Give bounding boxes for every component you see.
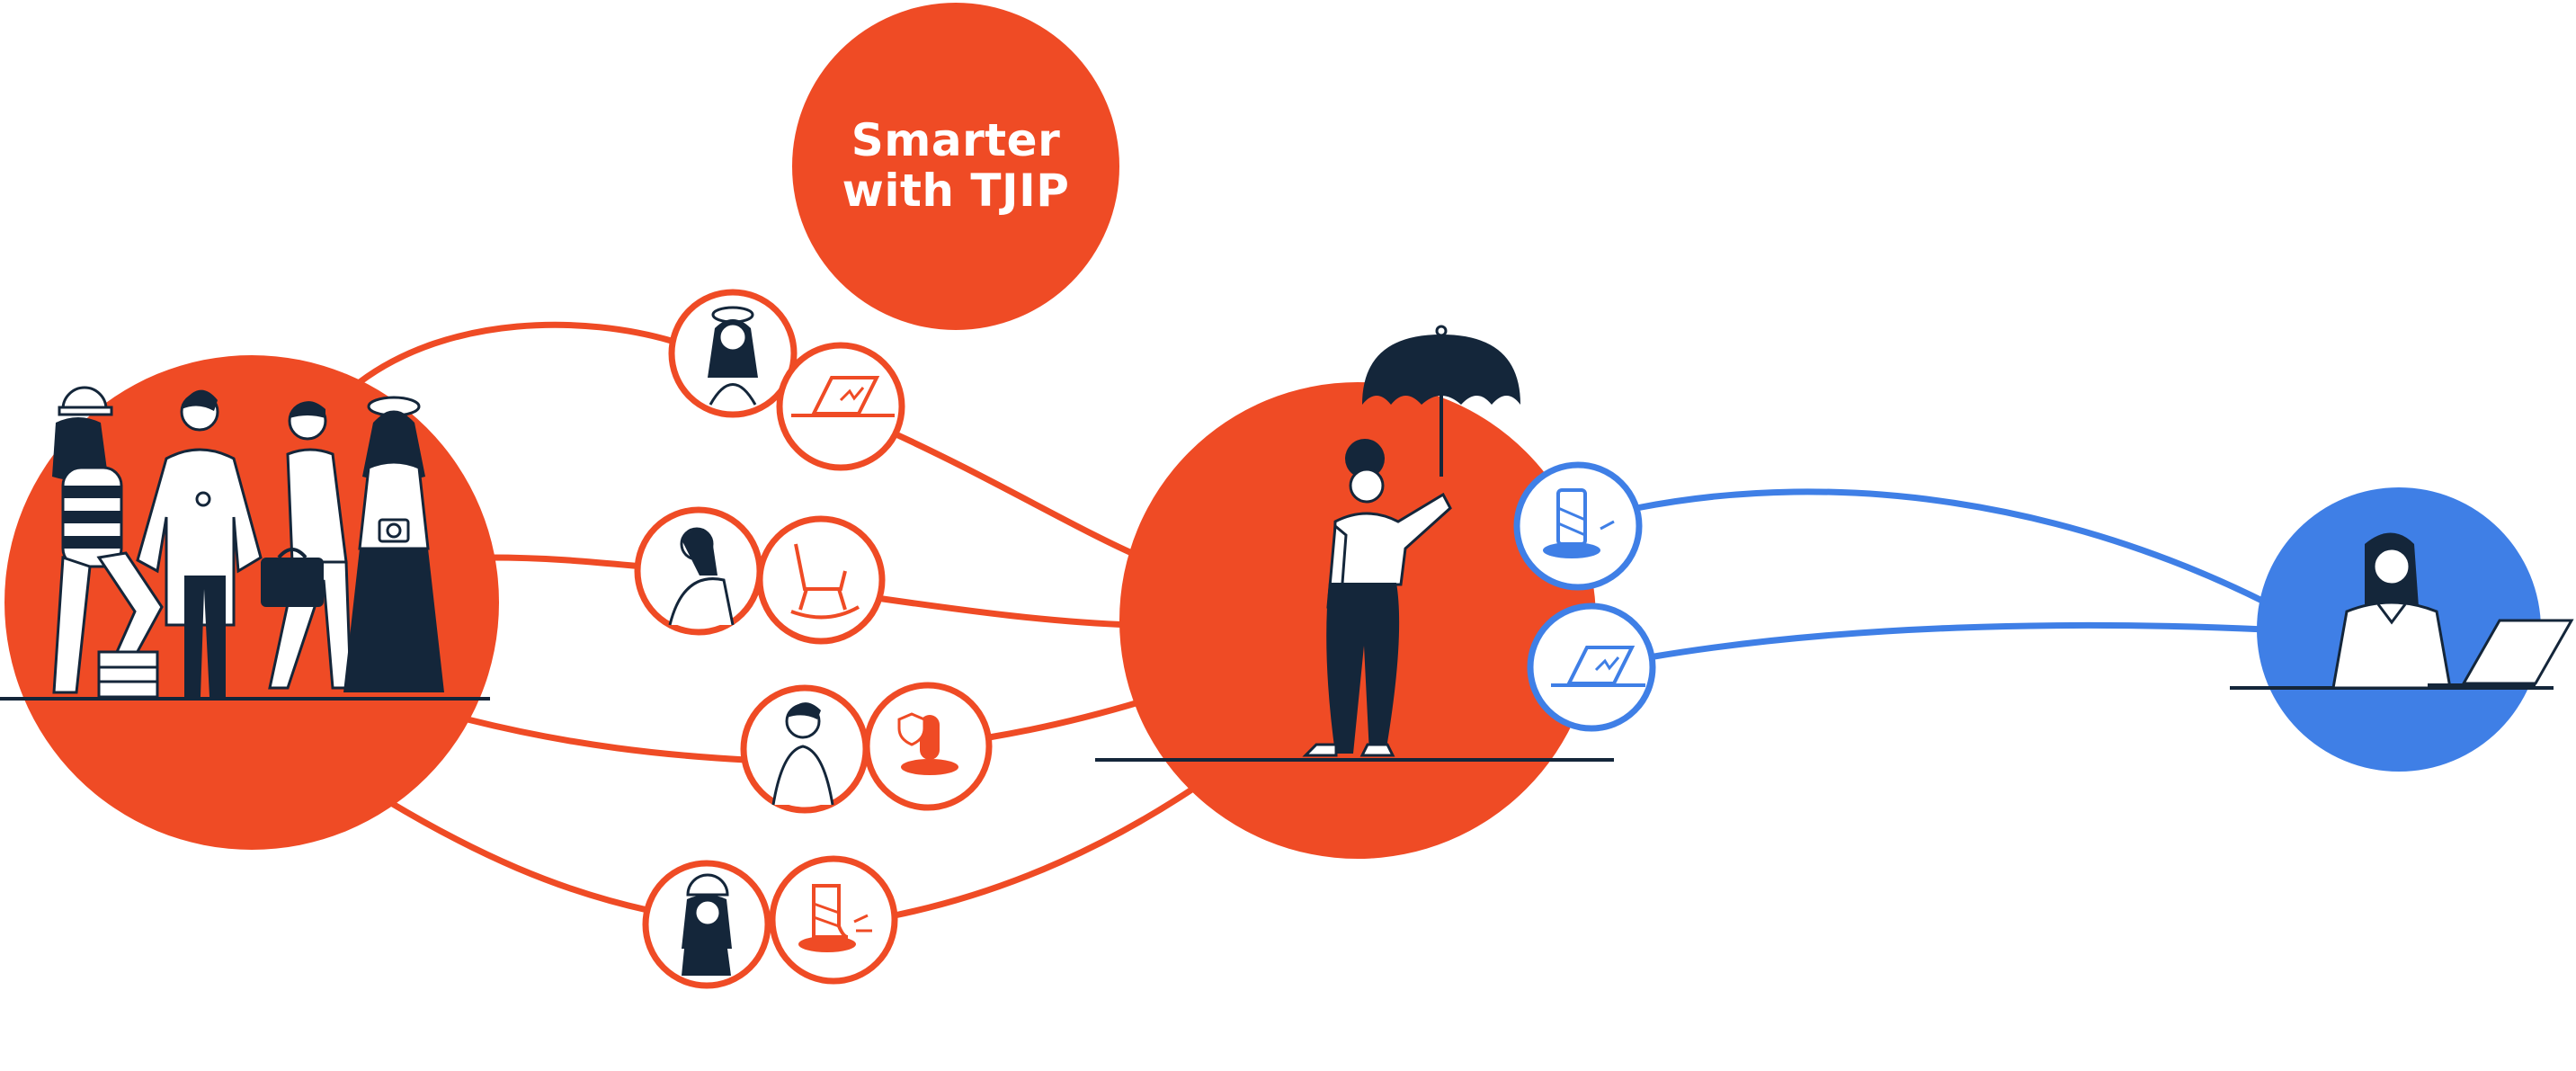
connector-icons [634,289,993,989]
doctor-figure [136,389,263,697]
connector-line-2a [486,554,646,570]
blue-line-bottom [1651,621,2269,660]
title-circle [792,3,1119,330]
title-line-2: with TJIP [842,165,1070,217]
leg-cast-icon-blue[interactable] [1513,461,1643,591]
people-group-node [0,355,499,850]
laptop-damage-icon[interactable] [776,342,905,471]
laptop-icon [2428,619,2574,687]
connector-line-1a [356,321,678,386]
beret-woman-icon[interactable] [668,289,798,418]
connector-line-4a [383,797,651,914]
insurer-node [1095,325,1614,859]
doctor-icon[interactable] [740,684,869,814]
connector-line-3b [985,698,1145,741]
health-pill-icon[interactable] [863,682,993,811]
title-text: Smarter with TJIP [794,115,1118,216]
rocking-chair-icon[interactable] [756,515,886,645]
blue-line-top [1633,488,2269,606]
man-with-bag-figure [261,401,352,690]
connector-line-3a [464,716,750,763]
customer-node [2230,487,2574,772]
connector-line-4b [891,783,1199,919]
connection-lines-orange [356,321,1199,919]
helmet-worker-icon[interactable] [642,860,771,989]
customer-person-figure [2331,532,2452,690]
older-man-icon[interactable] [634,506,763,636]
insurer-person-figure [1302,439,1452,757]
title-line-1: Smarter [851,114,1061,166]
umbrella-icon [1362,325,1520,477]
connector-line-2b [873,594,1136,629]
leg-cast-icon[interactable] [769,855,898,985]
customer-icons [1513,461,1656,732]
laptop-damage-icon-blue[interactable] [1527,602,1656,732]
helmet-worker-figure [52,386,164,699]
woman-with-camera-figure [343,396,444,692]
connector-line-1b [887,428,1145,561]
connection-lines-blue [1633,488,2269,660]
